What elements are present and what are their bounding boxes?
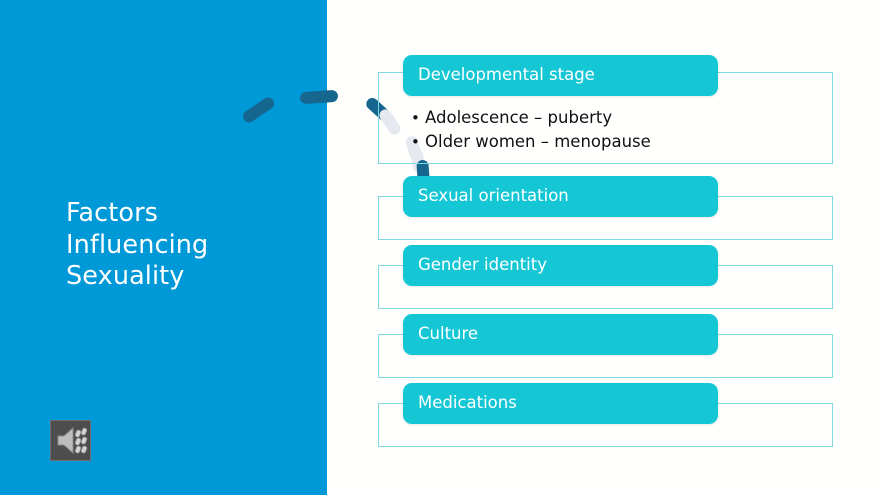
row-body: • Adolescence – puberty • Older women – … xyxy=(411,106,811,154)
row-header[interactable]: Medications xyxy=(403,383,718,424)
row-header[interactable]: Developmental stage xyxy=(403,55,718,96)
speaker-audio-icon-glyph xyxy=(57,426,88,455)
bullet-dot-icon: • xyxy=(411,109,420,127)
bullet-dot-icon: • xyxy=(411,133,420,151)
list-item: • Older women – menopause xyxy=(411,130,811,154)
list-item-label: Older women – menopause xyxy=(425,132,651,151)
row-header[interactable]: Sexual orientation xyxy=(403,176,718,217)
speaker-audio-icon[interactable] xyxy=(50,420,91,461)
slide-title: Factors Influencing Sexuality xyxy=(66,198,209,291)
list-item-label: Adolescence – puberty xyxy=(425,108,613,127)
list-item: • Adolescence – puberty xyxy=(411,106,811,130)
row-header[interactable]: Gender identity xyxy=(403,245,718,286)
row-header[interactable]: Culture xyxy=(403,314,718,355)
title-panel xyxy=(0,0,327,495)
